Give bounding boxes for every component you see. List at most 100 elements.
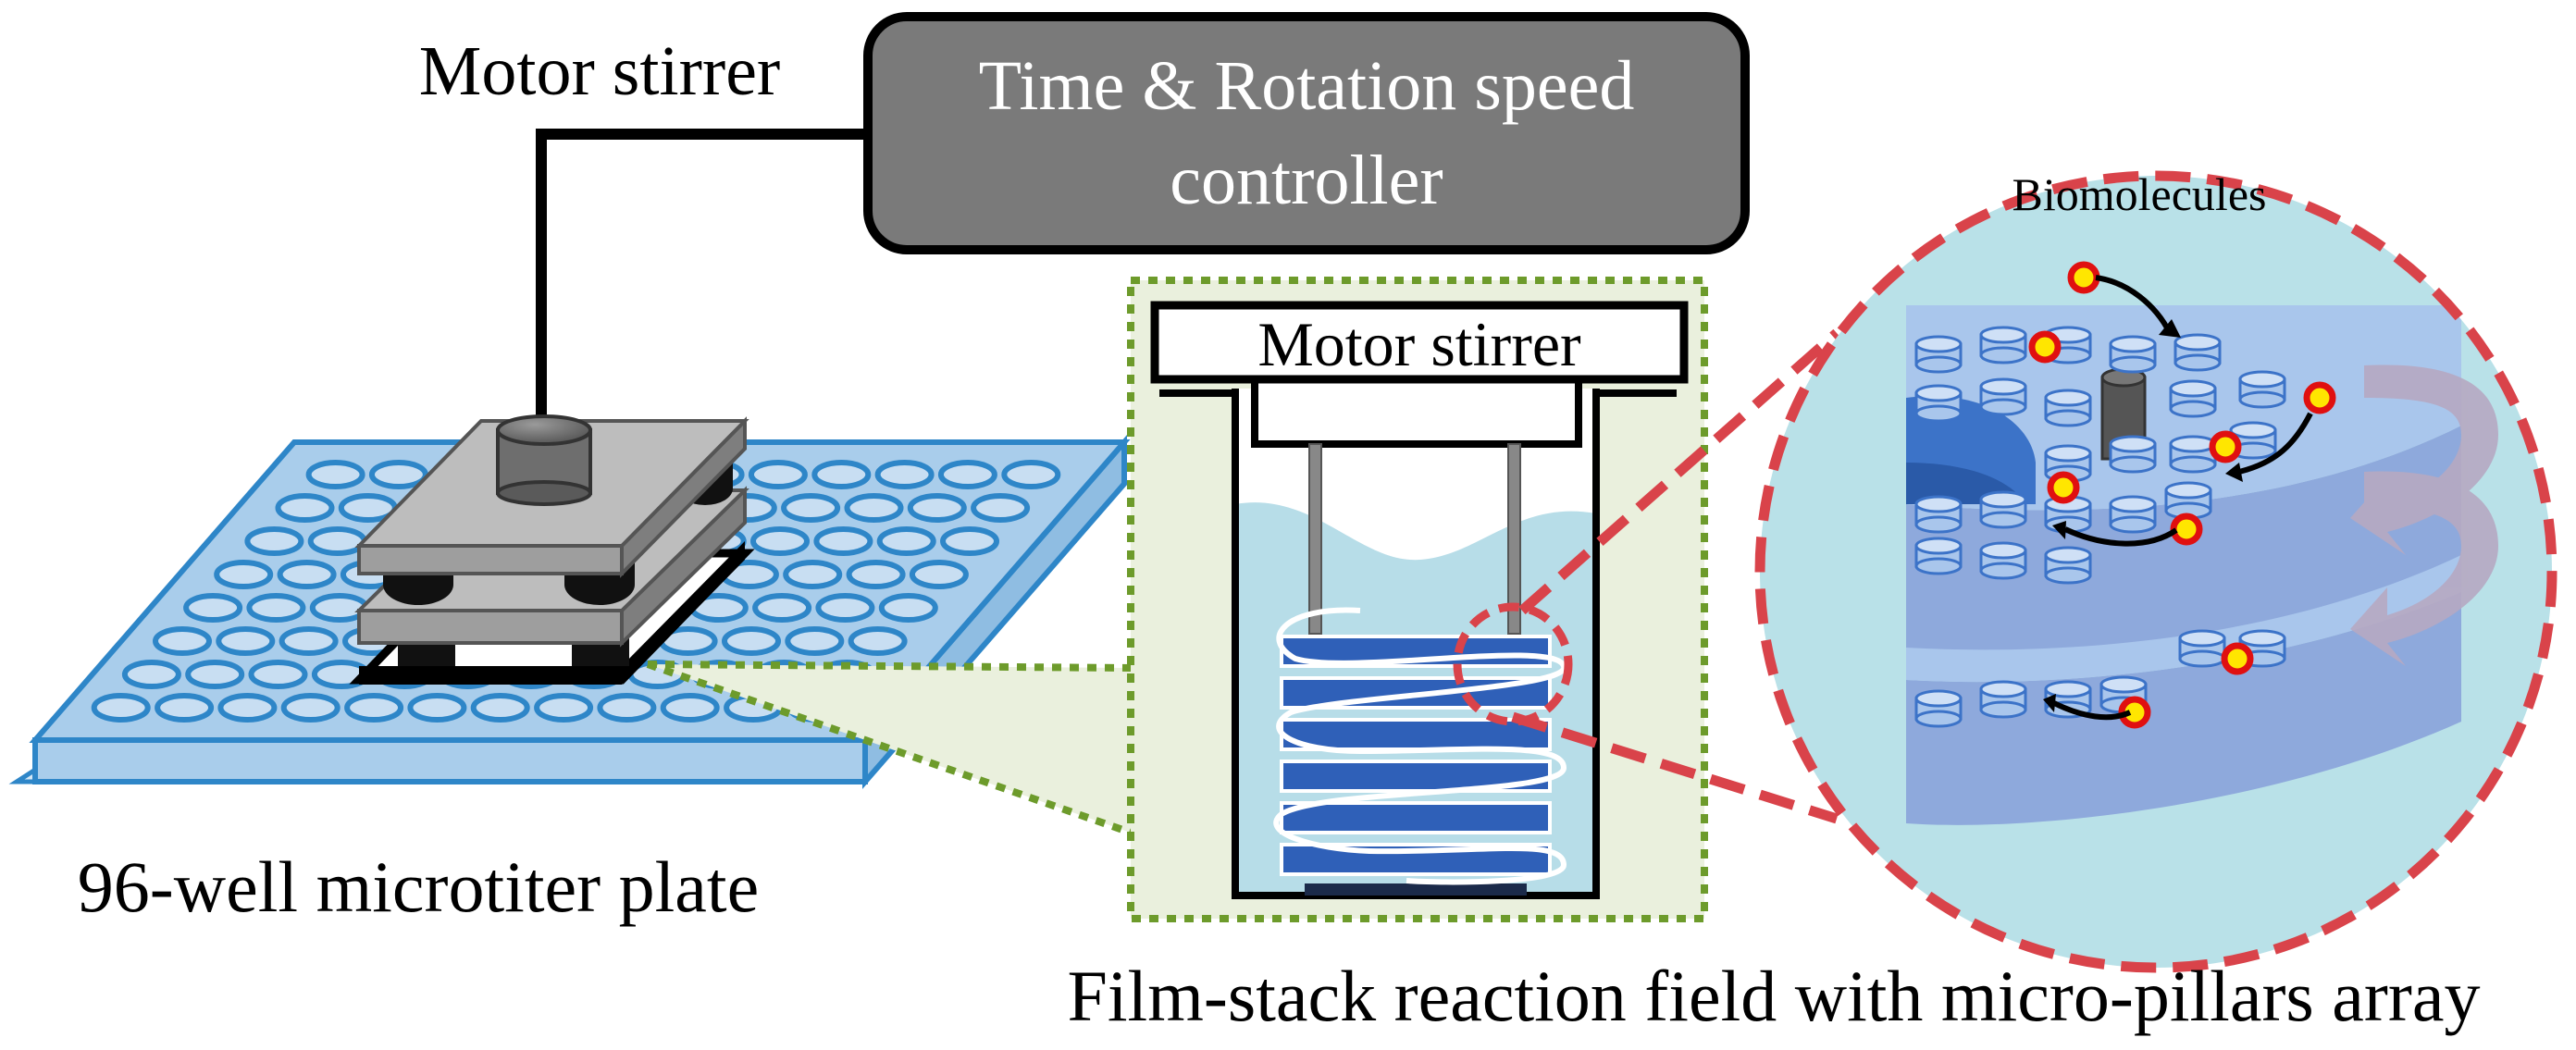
micro-pillar-base — [2174, 353, 2222, 372]
micro-pillar-top — [1979, 490, 2027, 509]
micro-pillar-top — [2109, 435, 2157, 453]
micro-pillar-top — [2044, 680, 2092, 698]
controller-label-line2: controller — [1170, 142, 1443, 219]
biomolecule — [2028, 330, 2062, 364]
motor-bottom — [496, 480, 592, 506]
magnified-view: Biomolecules — [1754, 168, 2557, 973]
well — [344, 693, 404, 723]
inset-motor-stirrer-label: Motor stirrer — [1257, 309, 1581, 379]
well — [470, 693, 530, 723]
device-top-plate-front — [357, 544, 624, 575]
well — [183, 593, 243, 623]
zoom-callout — [1453, 328, 1840, 824]
film-disc-lower-top — [1906, 555, 2461, 683]
well — [940, 526, 999, 556]
well — [153, 626, 212, 656]
well — [848, 626, 908, 656]
micro-pillar-base — [1979, 562, 2027, 580]
well — [214, 560, 274, 589]
device-middle-plate-front — [357, 609, 624, 645]
micro-pillar-top — [1914, 537, 1963, 555]
well — [1001, 460, 1061, 489]
motion-arrowhead — [2225, 463, 2243, 482]
well — [185, 660, 245, 689]
biomolecules-label: Biomolecules — [2012, 168, 2267, 220]
well — [307, 526, 367, 556]
micro-pillar-top — [1914, 495, 1963, 513]
micro-pillar-base — [2044, 566, 2092, 585]
well — [280, 693, 341, 723]
micro-pillar-top — [2044, 444, 2092, 463]
figure-caption: Film-stack reaction field with micro-pil… — [1068, 956, 2481, 1036]
rotation-arrows — [2350, 364, 2498, 666]
well — [121, 660, 181, 689]
micro-pillar-base — [2238, 390, 2286, 409]
rotation-arrow — [2350, 471, 2498, 666]
motion-arrowhead — [2052, 521, 2066, 539]
well — [279, 626, 339, 656]
callout-line-bottom — [646, 661, 1133, 836]
motor-stirrer-label: Motor stirrer — [419, 32, 780, 110]
micro-pillar-base — [1979, 346, 2027, 364]
plate-callout — [646, 661, 1133, 836]
micro-pillars — [1914, 326, 2286, 728]
biomolecule — [2170, 513, 2203, 546]
micro-pillar-base — [2044, 409, 2092, 427]
motor-top — [496, 414, 592, 446]
well — [748, 460, 808, 489]
well — [534, 693, 594, 723]
micro-pillar-base — [1914, 355, 1963, 374]
controller-cable — [536, 129, 870, 435]
film-layer — [1280, 718, 1552, 751]
micro-pillar-top — [1979, 326, 2027, 344]
zoom-line-upper — [1518, 328, 1840, 615]
micro-pillar-base — [2109, 515, 2157, 534]
motion-arrow — [2238, 412, 2313, 475]
micro-pillar-top — [2229, 421, 2277, 439]
well — [785, 626, 845, 656]
controller-label-line1: Time & Rotation speed — [979, 47, 1635, 125]
controller-assembly: Time & Rotation speed controller Motor s… — [419, 12, 1750, 435]
well — [876, 526, 936, 556]
micro-pillar-top — [2169, 435, 2217, 453]
micro-pillar-top — [2044, 389, 2092, 407]
well — [752, 593, 812, 623]
well — [971, 493, 1031, 523]
motion-arrow — [2095, 275, 2173, 335]
micro-pillar-base — [2109, 355, 2157, 374]
film-stack-base — [1305, 883, 1527, 896]
micro-pillar-base — [1979, 398, 2027, 416]
micro-pillar-base — [1914, 710, 1963, 728]
micro-pillar-top — [2238, 370, 2286, 389]
well — [277, 560, 337, 589]
micro-pillar-top — [1979, 377, 2027, 396]
well — [216, 626, 276, 656]
well — [846, 560, 906, 589]
micro-pillar-base — [1979, 700, 2027, 719]
rotation-arrow — [2350, 364, 2498, 555]
well — [275, 493, 335, 523]
micro-pillar-base — [1979, 511, 2027, 529]
well — [750, 526, 810, 556]
motion-arrow — [2052, 700, 2132, 721]
well — [815, 593, 875, 623]
well — [878, 593, 938, 623]
micro-pillar-base — [1914, 557, 1963, 575]
micro-pillar-base — [2109, 455, 2157, 474]
zoom-line-lower — [1511, 711, 1839, 824]
micro-pillar-top — [1914, 689, 1963, 708]
film-disc-lower-side — [1906, 592, 2461, 825]
well — [722, 626, 781, 656]
device-bottom-plate-front — [359, 666, 622, 685]
well — [783, 560, 843, 589]
micro-pillar-top — [2169, 379, 2217, 398]
speed-controller-box — [863, 12, 1750, 254]
film-layer — [1280, 801, 1552, 834]
micro-pillar-top — [2044, 546, 2092, 564]
motion-arrowhead — [2043, 694, 2056, 712]
motion-arrows — [2052, 275, 2313, 721]
well — [368, 460, 428, 489]
micro-pillar-top — [2238, 629, 2286, 648]
inset-motor-stirrer-box — [1150, 301, 1689, 384]
